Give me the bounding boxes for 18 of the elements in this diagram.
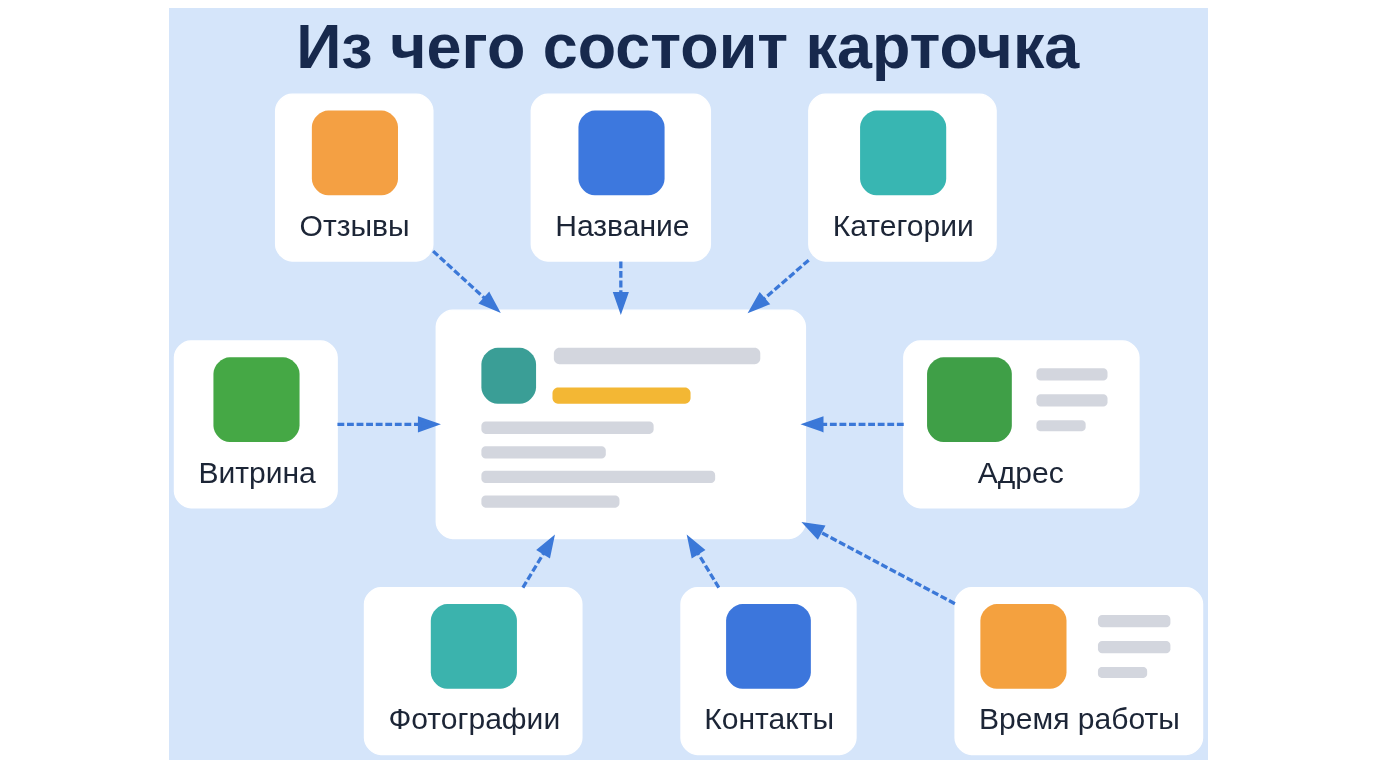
node-box: Фотографии xyxy=(363,587,583,756)
node-box: Витрина xyxy=(173,340,338,509)
arrow xyxy=(686,534,720,589)
node-box: Контакты xyxy=(679,587,857,756)
arrow xyxy=(800,416,904,433)
node-box: Название xyxy=(530,93,711,262)
diagram-title: Из чего состоит карточка xyxy=(295,10,1079,81)
arrow xyxy=(612,261,629,316)
arrow xyxy=(800,521,956,606)
node-box xyxy=(435,309,806,540)
node-box: Адрес xyxy=(902,340,1140,509)
arrow xyxy=(747,258,810,314)
node-box: Категории xyxy=(807,93,997,262)
node-box: Время работы xyxy=(953,587,1203,756)
arrow xyxy=(336,416,441,433)
arrow xyxy=(520,534,555,589)
node-box: Отзывы xyxy=(274,93,434,262)
arrow xyxy=(431,249,501,314)
